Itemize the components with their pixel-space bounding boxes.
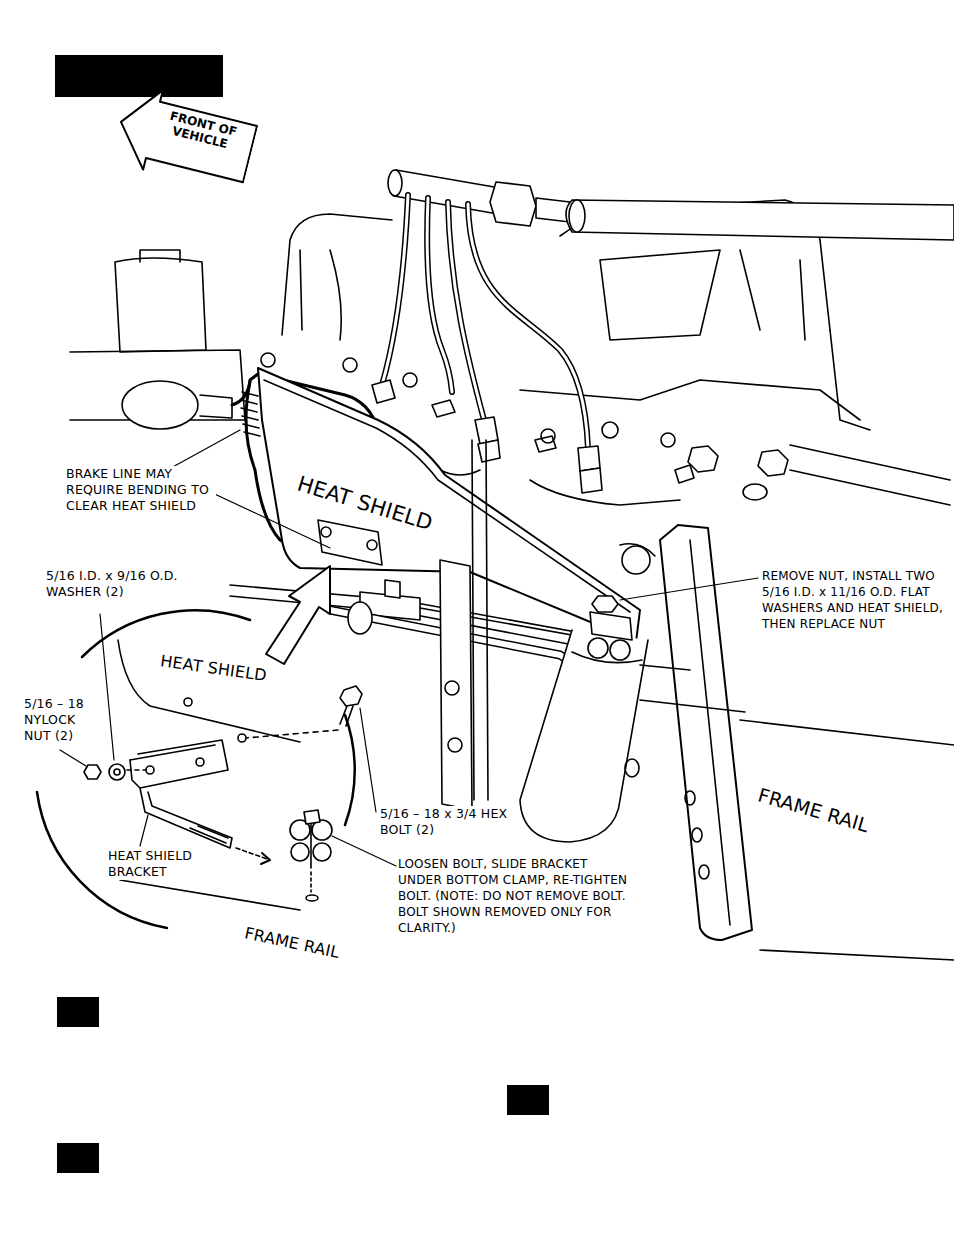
detail-inset-circle [37, 610, 355, 928]
canister [520, 630, 648, 842]
inset-hex-bolt [246, 686, 362, 738]
header-band [55, 55, 223, 97]
frame-clamp [588, 544, 655, 660]
leader-lines [60, 430, 758, 866]
part-name: FRAME RAIL [753, 782, 874, 839]
instruction-note: REMOVE NUT, INSTALL TWO 5/16 I.D. x 11/1… [762, 568, 948, 632]
hardware-spec: 5/16 I.D. x 9/16 O.D. WASHER (2) [46, 568, 221, 600]
arrow-shape [111, 82, 260, 194]
inset-pointer-arrow [266, 566, 330, 664]
instruction-note: LOOSEN BOLT, SLIDE BRACKET UNDER BOTTOM … [398, 856, 634, 936]
part-name: HEAT SHIELD BRACKET [108, 848, 208, 880]
part-note: BRAKE LINE MAY REQUIRE BENDING TO CLEAR … [66, 466, 216, 514]
hardware-spec: 5/16 – 18 NYLOCK NUT (2) [24, 696, 102, 744]
step-box [57, 1143, 99, 1173]
step-box [57, 997, 99, 1027]
direction-arrow: FRONT OF VEHICLE [110, 81, 261, 195]
hardware-spec: 5/16 – 18 x 3/4 HEX BOLT (2) [380, 806, 520, 838]
inset-bracket [130, 740, 232, 848]
heat-shield-bracket [318, 520, 382, 565]
return-tubes [440, 440, 488, 810]
part-name: HEAT SHIELD [292, 470, 438, 538]
inset-washer-nut [84, 764, 146, 780]
inset-heat-shield [118, 640, 300, 742]
master-cylinder [70, 250, 245, 429]
part-name: HEAT SHIELD [157, 650, 270, 686]
step-box [507, 1085, 549, 1115]
frame-rail [625, 525, 954, 960]
part-name: FRAME RAIL [241, 922, 344, 963]
